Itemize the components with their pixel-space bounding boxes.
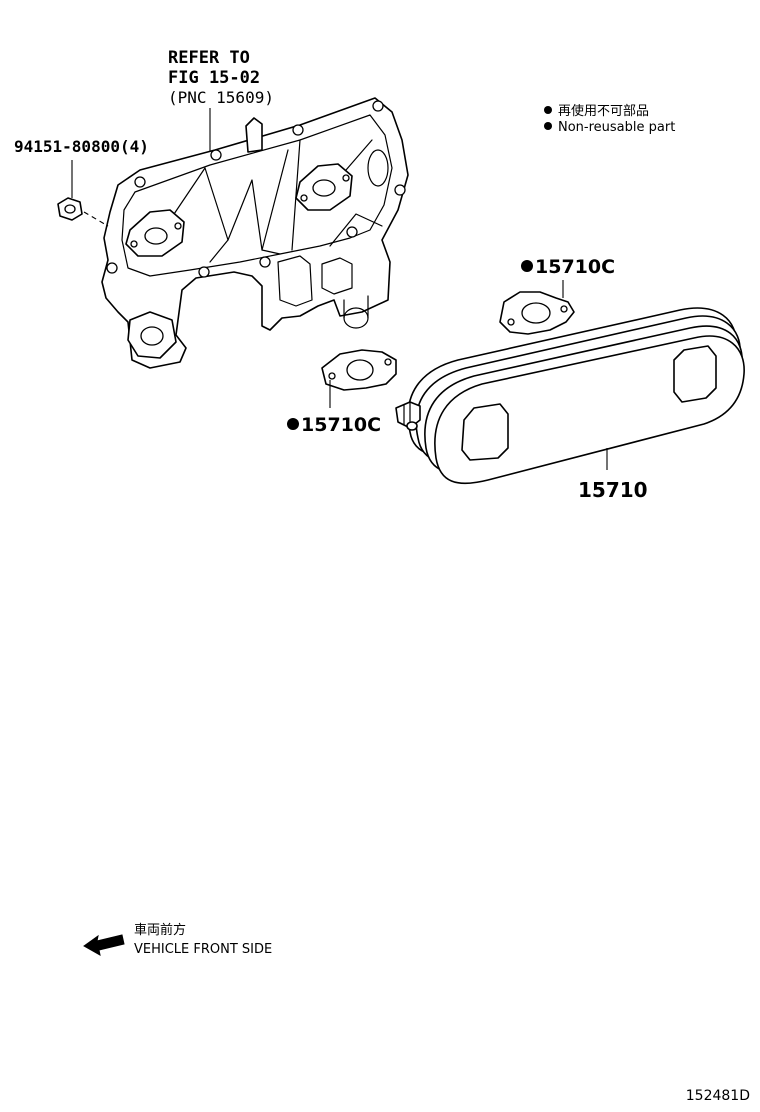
refer-note-line3: (PNC 15609) bbox=[168, 88, 274, 107]
refer-note-line2: FIG 15-02 bbox=[168, 68, 260, 88]
nut-part-number: 94151-80800(4) bbox=[14, 137, 149, 156]
nut-part bbox=[57, 197, 109, 227]
labels: REFER TO FIG 15-02 (PNC 15609) 94151-808… bbox=[14, 48, 648, 502]
timing-cover-housing bbox=[101, 97, 409, 369]
non-reusable-mark-lower bbox=[287, 418, 299, 430]
figure-id: 152481D bbox=[686, 1088, 750, 1104]
legend-text-jp: 再使用不可部品 bbox=[558, 103, 649, 119]
oil-cooler-part-number: 15710 bbox=[578, 478, 648, 502]
gasket-upper-part-number: 15710C bbox=[535, 256, 615, 278]
gasket-lower-part bbox=[321, 349, 397, 391]
refer-note-line1: REFER TO bbox=[168, 48, 250, 68]
vehicle-front-indicator: 車両前方 VEHICLE FRONT SIDE bbox=[83, 922, 272, 957]
direction-text-en: VEHICLE FRONT SIDE bbox=[134, 942, 272, 957]
direction-text-jp: 車両前方 bbox=[134, 922, 186, 938]
gasket-lower-part-number: 15710C bbox=[301, 414, 381, 436]
non-reusable-mark-upper bbox=[521, 260, 533, 272]
legend: 再使用不可部品 Non-reusable part bbox=[544, 103, 675, 135]
legend-text-en: Non-reusable part bbox=[558, 120, 675, 135]
legend-dot-jp bbox=[544, 106, 552, 114]
front-arrow-icon bbox=[83, 934, 125, 956]
oil-cooler-part bbox=[395, 307, 745, 485]
leader-lines bbox=[71, 108, 608, 470]
legend-dot-en bbox=[544, 122, 552, 130]
gasket-upper-part bbox=[499, 291, 575, 335]
